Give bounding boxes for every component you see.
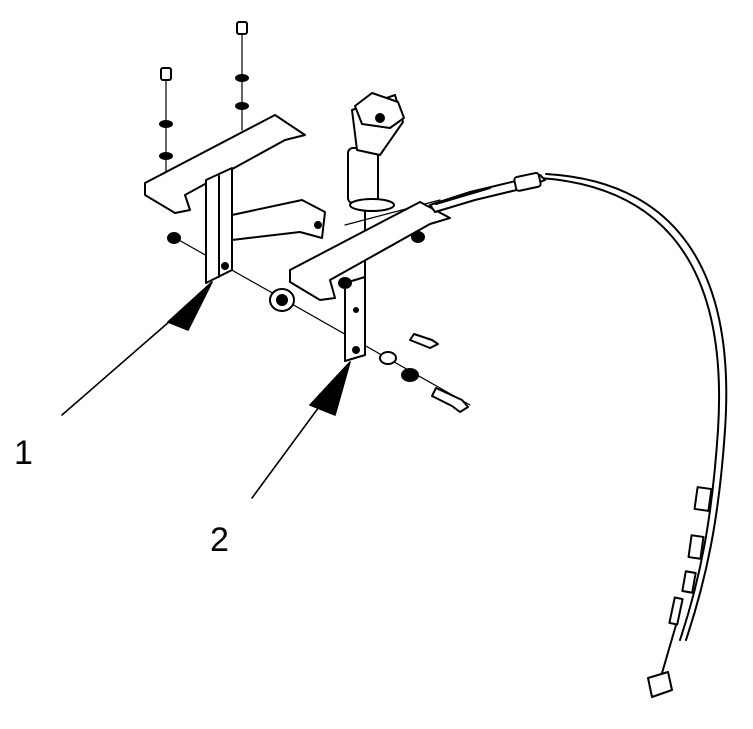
lock-nut [167, 232, 181, 244]
callout-number-2: 2 [210, 521, 229, 559]
upper-bracket [144, 114, 326, 284]
left-bolt-stack [159, 67, 173, 160]
knob-icon [375, 113, 385, 123]
callout-leader-1 [61, 281, 213, 416]
shift-lever [347, 92, 405, 286]
lower-bracket [289, 201, 451, 362]
callout-leader-2 [251, 361, 351, 499]
spacer-bushing [269, 288, 295, 312]
control-cable [429, 172, 728, 698]
pivot-pin [379, 333, 469, 413]
right-bolt-stack [235, 21, 249, 110]
callout-number-1: 1 [14, 434, 33, 472]
